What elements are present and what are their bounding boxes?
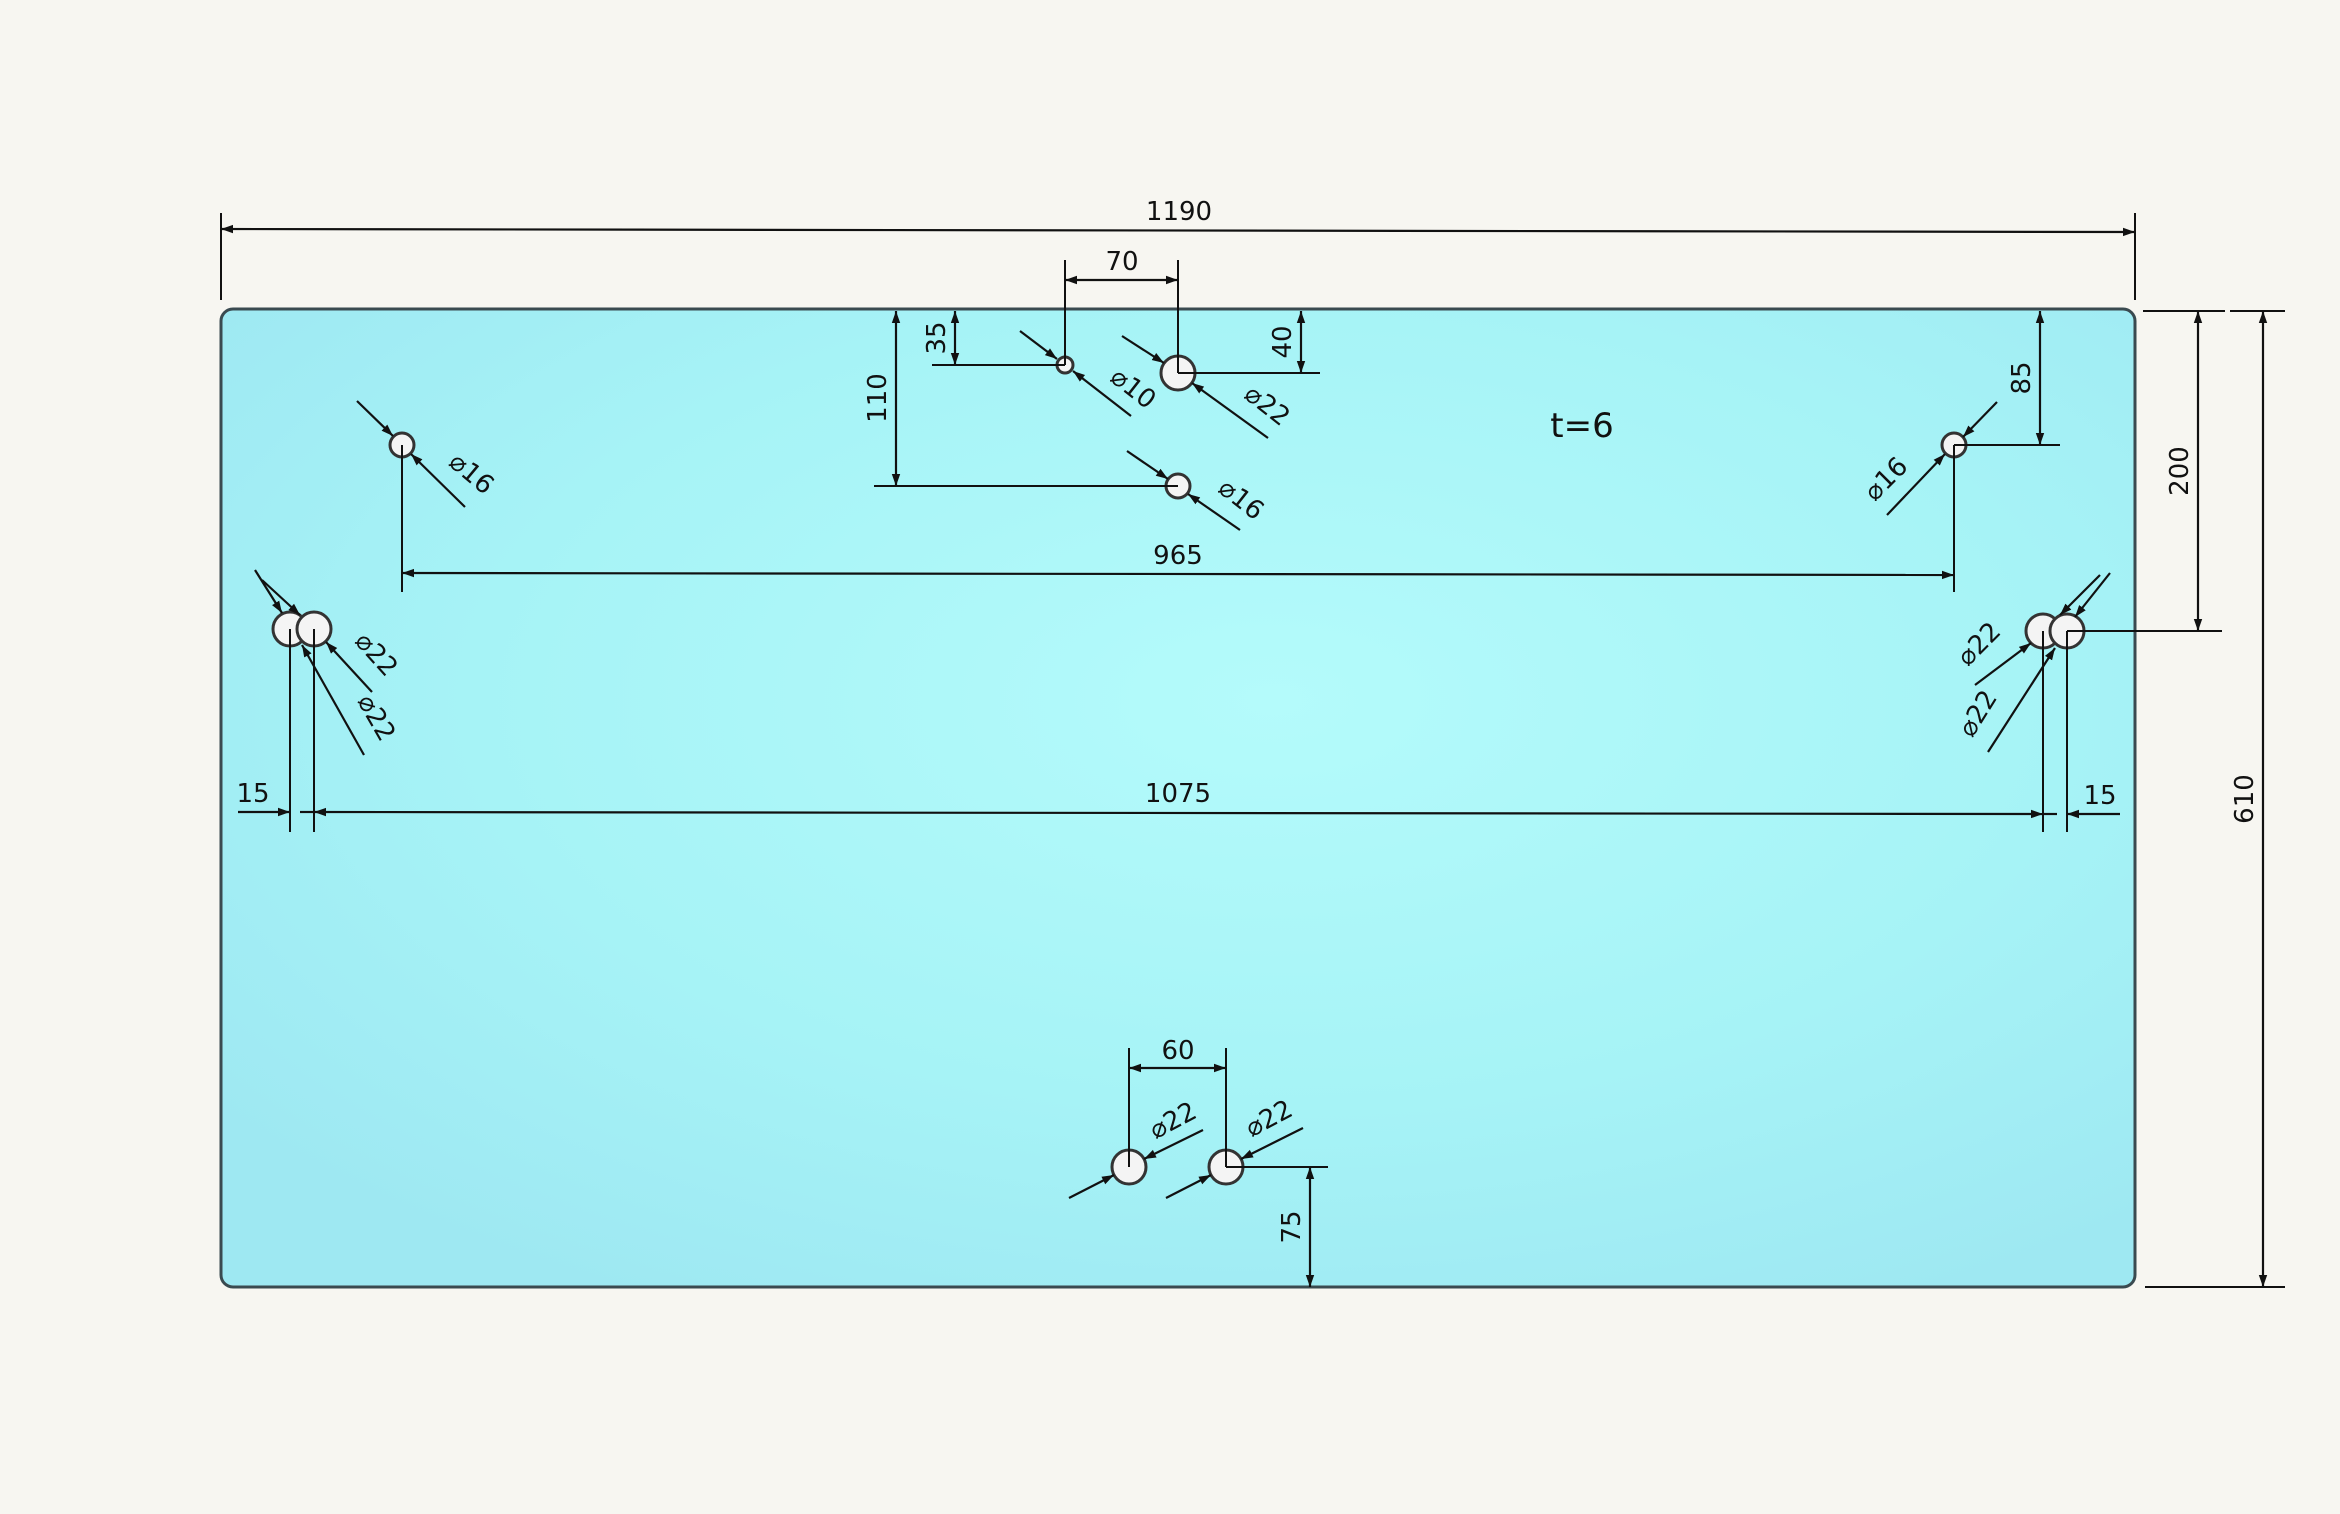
dim-bottom-hole-spacing: 60 <box>1128 1036 1227 1167</box>
dim-top-small-hole-offset-label: 35 <box>922 321 952 354</box>
thickness-note: t=6 <box>1550 406 1613 446</box>
dim-right-pair-spacing: 15 <box>2043 781 2120 819</box>
dim-top-small-hole-offset: 35 <box>922 311 1065 366</box>
dim-mid-hole-span-label: 1075 <box>1145 779 1211 809</box>
dim-top-large-hole-offset-label: 40 <box>1268 325 1298 358</box>
dim-side-hole-offset: 85 <box>1954 311 2060 446</box>
dim-upper-hole-span-label: 965 <box>1153 541 1203 571</box>
dim-center-hole-offset: 110 <box>863 311 1178 487</box>
dim-left-pair-spacing-label: 15 <box>236 779 269 809</box>
dim-side-hole-offset-label: 85 <box>2007 361 2037 394</box>
dim-top-large-hole-offset: 40 <box>1178 311 1320 374</box>
dim-overall-height: 610 <box>2145 310 2285 1288</box>
dim-mid-holes-offset-label: 200 <box>2165 446 2195 496</box>
dim-overall-height-label: 610 <box>2230 774 2260 824</box>
dim-bottom-hole-offset: 75 <box>1226 1166 1328 1287</box>
dim-mid-hole-span: 1075 <box>289 629 2068 832</box>
dim-left-pair-spacing: 15 <box>236 779 314 817</box>
dim-right-pair-spacing-label: 15 <box>2083 781 2116 811</box>
dim-top-hole-spacing-label: 70 <box>1105 247 1138 277</box>
dim-bottom-hole-offset-label: 75 <box>1277 1210 1307 1243</box>
dim-top-hole-spacing: 70 <box>1064 247 1179 373</box>
dim-overall-width: 1190 <box>220 197 2136 300</box>
dim-bottom-hole-spacing-label: 60 <box>1161 1036 1194 1066</box>
dim-mid-holes-offset: 200 <box>2067 310 2225 632</box>
dim-center-hole-offset-label: 110 <box>863 373 893 423</box>
dim-upper-hole-span: 965 <box>401 445 1955 592</box>
dim-overall-width-label: 1190 <box>1146 197 1212 227</box>
